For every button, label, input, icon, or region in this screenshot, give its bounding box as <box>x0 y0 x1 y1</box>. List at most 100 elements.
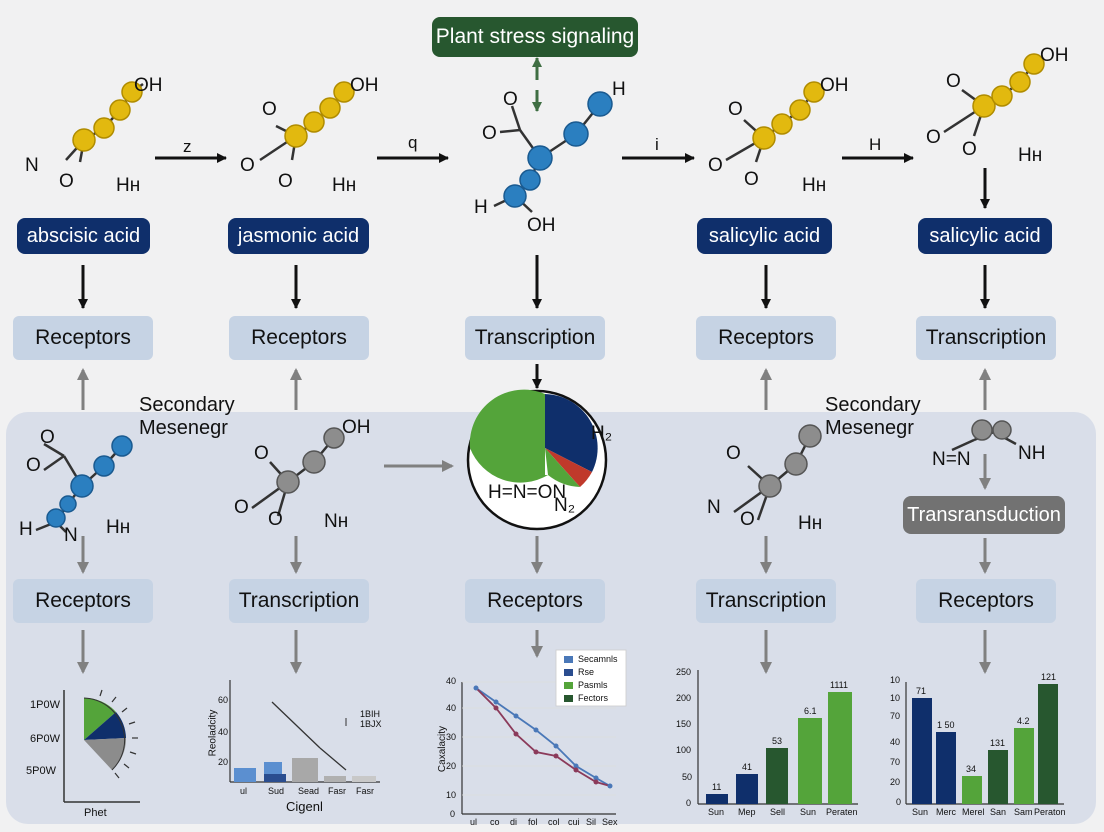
atom-label: O <box>254 443 269 464</box>
secondary-messenger-label-1: Secondary Mesenegr <box>139 394 235 439</box>
bar <box>736 774 758 804</box>
atom-label: O <box>926 127 941 148</box>
atom-label: N <box>25 155 39 176</box>
bar <box>962 776 982 804</box>
bar <box>988 750 1008 804</box>
data-label: 4.2 <box>1017 716 1030 726</box>
tick-label: 50 <box>682 772 693 782</box>
downward-arrows <box>77 454 991 674</box>
tick-label: Sun <box>912 807 929 817</box>
tick-label: 10 <box>446 790 457 800</box>
tick-label: 70 <box>890 711 901 721</box>
tick-label: 60 <box>218 695 229 705</box>
atom-label: O <box>726 443 741 464</box>
arrow-label-1: z <box>183 137 192 156</box>
molecule-jasmonic-acid <box>259 81 355 162</box>
data-label: 1111 <box>830 680 849 690</box>
tick-label: 40 <box>446 703 457 713</box>
transcription-box-1: Transcription <box>465 316 605 360</box>
chart-bar-3 <box>697 670 858 805</box>
atom-label: N <box>707 497 721 518</box>
atom-label: O <box>482 123 497 144</box>
bar <box>828 692 852 804</box>
molecule-salicylic-acid-1 <box>725 81 825 163</box>
atom-label: N=N <box>932 449 971 470</box>
tick-label: 0 <box>896 797 902 807</box>
pie-slice-green <box>469 389 548 483</box>
chart-gauge <box>63 689 140 803</box>
transduction-box: Transransduction <box>903 496 1065 534</box>
atom-label: O <box>40 427 55 448</box>
atom-label: O <box>240 155 255 176</box>
transcription-box-2: Transcription <box>916 316 1056 360</box>
tick-label: San <box>990 807 1007 817</box>
atom-label: O <box>728 99 743 120</box>
tick-label: Merel <box>962 807 985 817</box>
atom-label: O <box>262 99 277 120</box>
atom-label: OH <box>342 417 371 438</box>
data-label: 131 <box>990 738 1006 748</box>
tick-label: 40 <box>446 676 457 686</box>
receptors-box-4: Receptors <box>13 579 153 623</box>
tick-label: 250 <box>676 667 692 677</box>
data-label: 11 <box>712 782 722 792</box>
molecule-name-salicylic-2: salicylic acid <box>918 218 1052 254</box>
annotation: 1BIH <box>360 709 381 719</box>
tick-label: 10 <box>890 675 901 685</box>
pie-label-hnon: H=N=ON <box>488 482 567 503</box>
data-label: 6.1 <box>804 706 817 716</box>
molecule-lower-d <box>951 419 1017 452</box>
transcription-box-4: Transcription <box>696 579 836 623</box>
legend-label: Pasmls <box>578 680 608 690</box>
tick-label: 10 <box>890 693 901 703</box>
molecule-name-salicylic-1: salicylic acid <box>697 218 832 254</box>
tick-label: Sun <box>800 807 817 817</box>
receptors-box-3: Receptors <box>696 316 836 360</box>
tick-label: 20 <box>218 757 229 767</box>
bar <box>936 732 956 804</box>
tick-label: 40 <box>890 737 901 747</box>
tick-label: 30 <box>446 732 457 742</box>
atom-label: O <box>708 155 723 176</box>
bar <box>766 748 788 804</box>
atom-label: O <box>59 171 74 192</box>
molecule-lower-c <box>733 424 822 521</box>
atom-label: O <box>268 509 283 530</box>
tick-label: ul <box>470 817 478 827</box>
tick-label: Sun <box>708 807 725 817</box>
receptors-box-5: Receptors <box>465 579 605 623</box>
atom-label: H <box>612 79 626 100</box>
tick-label: 20 <box>890 777 901 787</box>
tick-label: Sud <box>268 786 285 796</box>
bar <box>1014 728 1034 804</box>
data-label: 53 <box>772 736 783 746</box>
bar <box>292 758 318 782</box>
bar <box>324 776 346 782</box>
molecule-blue-center <box>493 91 613 213</box>
arrow-label-2: q <box>408 133 418 152</box>
atom-label: OH <box>527 215 556 236</box>
gauge-blue <box>84 712 126 740</box>
tick-label: 5P0W <box>26 765 56 777</box>
arrow-label-4: H <box>869 135 882 154</box>
pie-label-n2: N₂ <box>554 495 576 516</box>
pie-slice-blue <box>545 394 598 472</box>
atom-label: O <box>744 169 759 190</box>
data-label: 41 <box>742 762 753 772</box>
y-axis-label: Reoladcity <box>207 709 219 757</box>
data-label: 121 <box>1041 672 1057 682</box>
pie-diagram <box>466 389 608 531</box>
tick-label: Peraten <box>826 807 858 817</box>
receptors-box-2: Receptors <box>229 316 369 360</box>
data-label: 1 50 <box>937 720 955 730</box>
molecule-name-abscisic: abscisic acid <box>17 218 150 254</box>
axis-label: Cigenl <box>286 799 323 814</box>
atom-label: O <box>946 71 961 92</box>
tick-label: 20 <box>446 761 457 771</box>
atom-label: Hн <box>332 175 357 196</box>
tick-label: Sam <box>1014 807 1033 817</box>
bar <box>912 698 932 804</box>
atom-label: O <box>278 171 293 192</box>
tick-label: Sex <box>602 817 618 827</box>
tick-label: co <box>490 817 500 827</box>
